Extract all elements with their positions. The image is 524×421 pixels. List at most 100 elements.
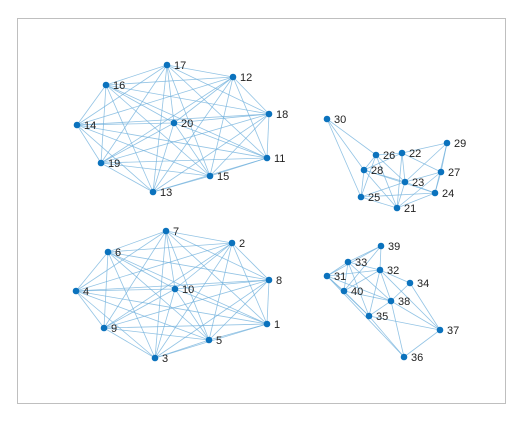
edge-32-38 <box>379 269 392 302</box>
node-label-39: 39 <box>388 241 400 253</box>
edge-31-36 <box>326 275 405 358</box>
edge-17-19 <box>100 64 168 164</box>
edge-34-38 <box>390 282 411 302</box>
edge-1-2 <box>231 242 268 325</box>
edge-1-5 <box>208 323 268 341</box>
edge-7-8 <box>165 230 270 281</box>
edge-33-38 <box>347 261 392 302</box>
edge-4-6 <box>75 251 109 292</box>
node-15 <box>206 172 214 180</box>
edge-13-19 <box>100 162 154 193</box>
edge-23-24 <box>404 181 436 194</box>
node-label-23: 23 <box>412 177 424 189</box>
node-2 <box>228 239 236 247</box>
edge-2-6 <box>107 242 233 253</box>
node-label-27: 27 <box>448 167 460 179</box>
edge-14-19 <box>76 124 102 164</box>
node-label-10: 10 <box>182 284 194 296</box>
edge-25-21 <box>360 196 398 209</box>
node-label-33: 33 <box>355 257 367 269</box>
edge-33-35 <box>347 261 370 317</box>
edge-4-10 <box>75 288 176 292</box>
node-21 <box>393 204 401 212</box>
node-label-12: 12 <box>240 72 252 84</box>
edge-22-29 <box>401 142 448 154</box>
edge-2-10 <box>174 242 233 290</box>
edge-38-35 <box>368 300 392 317</box>
edge-11-12 <box>232 76 268 159</box>
node-label-25: 25 <box>368 192 380 204</box>
edge-7-9 <box>103 230 167 329</box>
node-17 <box>163 61 171 69</box>
node-label-13: 13 <box>160 187 172 199</box>
edge-14-18 <box>76 113 270 126</box>
edge-3-9 <box>103 327 156 359</box>
edge-22-23 <box>401 152 406 183</box>
edge-5-7 <box>165 230 210 341</box>
node-27 <box>437 168 445 176</box>
node-label-5: 5 <box>216 335 222 347</box>
edge-35-37 <box>368 315 441 331</box>
node-10 <box>171 285 179 293</box>
edge-12-13 <box>152 76 234 193</box>
edge-2-5 <box>208 242 233 341</box>
edge-19-20 <box>100 122 175 164</box>
node-14 <box>73 121 81 129</box>
edge-13-18 <box>152 113 270 193</box>
node-7 <box>162 227 170 235</box>
node-31 <box>323 272 331 280</box>
nodes-layer <box>72 61 451 362</box>
edge-13-17 <box>152 64 168 193</box>
edge-32-37 <box>379 269 441 331</box>
edge-13-15 <box>152 175 211 193</box>
edge-15-18 <box>209 113 270 177</box>
node-24 <box>431 189 439 197</box>
edge-4-9 <box>75 290 105 329</box>
edge-31-38 <box>326 275 392 302</box>
edge-14-16 <box>76 84 107 126</box>
node-label-24: 24 <box>442 188 454 200</box>
node-label-14: 14 <box>84 120 96 132</box>
edge-6-9 <box>103 251 109 329</box>
edge-9-10 <box>103 288 176 329</box>
edge-15-16 <box>105 84 211 177</box>
edge-22-28 <box>363 152 403 171</box>
edge-18-19 <box>100 113 270 164</box>
edge-2-4 <box>75 242 233 292</box>
node-label-16: 16 <box>113 80 125 92</box>
edge-39-31 <box>326 245 382 277</box>
edges-layer <box>75 64 448 359</box>
edge-31-32 <box>326 269 381 277</box>
edge-39-32 <box>379 245 382 271</box>
node-label-15: 15 <box>217 171 229 183</box>
node-28 <box>360 166 368 174</box>
node-22 <box>398 149 406 157</box>
edge-8-10 <box>174 279 270 290</box>
edge-21-24 <box>396 192 436 209</box>
edge-30-25 <box>326 118 362 198</box>
node-30 <box>323 115 331 123</box>
node-25 <box>357 193 365 201</box>
edge-12-17 <box>166 64 234 78</box>
edge-2-7 <box>165 230 233 244</box>
edge-28-25 <box>360 169 365 198</box>
edge-16-18 <box>105 84 270 115</box>
edge-29-23 <box>404 142 448 183</box>
edge-16-20 <box>105 84 175 124</box>
edge-38-37 <box>390 300 441 331</box>
edge-12-18 <box>232 76 270 115</box>
edge-6-10 <box>107 251 176 290</box>
node-5 <box>205 336 213 344</box>
node-13 <box>149 188 157 196</box>
node-label-2: 2 <box>239 238 245 250</box>
edge-28-21 <box>363 169 398 209</box>
node-label-28: 28 <box>371 165 383 177</box>
node-label-6: 6 <box>115 247 121 259</box>
edge-26-22 <box>375 152 403 156</box>
node-40 <box>340 287 348 295</box>
node-label-11: 11 <box>274 153 285 165</box>
node-29 <box>443 139 451 147</box>
edge-1-10 <box>174 288 268 325</box>
node-35 <box>365 312 373 320</box>
